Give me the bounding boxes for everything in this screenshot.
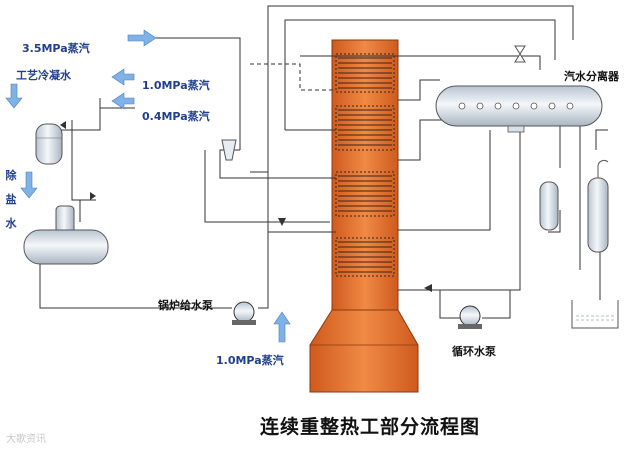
furnace-firebox — [309, 309, 419, 393]
label-steam-drum: 汽水分离器 — [564, 70, 619, 83]
label-boiler-feedwater-pump: 锅炉给水泵 — [158, 299, 213, 312]
deaerator-drum — [23, 205, 109, 265]
boiler-feedwater-pump — [232, 301, 256, 325]
label-0-4mpa-steam: 0.4MPa蒸汽 — [142, 110, 210, 123]
diagram-title: 连续重整热工部分流程图 — [259, 416, 480, 438]
watermark: 大歌资讯 — [6, 434, 46, 445]
coil-bank-3 — [335, 171, 395, 217]
blue-arrow-desalted-water — [20, 171, 38, 199]
blue-arrow-0-4mpa — [111, 92, 135, 110]
label-1-0mpa-steam-bottom: 1.0MPa蒸汽 — [216, 354, 284, 367]
blue-arrow-1-0mpa-top — [111, 68, 135, 86]
flow-arrows — [60, 121, 432, 292]
label-3-5mpa-steam: 3.5MPa蒸汽 — [22, 42, 90, 55]
flow-meter — [221, 139, 237, 161]
circulation-water-pump — [458, 305, 482, 329]
sample-cooler — [587, 159, 609, 253]
blue-arrow-process-condensate — [5, 83, 23, 109]
label-process-condensate: 工艺冷凝水 — [16, 69, 71, 82]
label-desalted-water: 除盐水 — [5, 169, 17, 230]
blowdown-vessel — [539, 181, 559, 231]
label-circulation-water-pump: 循环水泵 — [452, 345, 496, 358]
steam-drum-separator — [435, 85, 603, 133]
process-lines — [39, 5, 608, 319]
blue-arrow-3-5mpa — [127, 29, 157, 47]
coil-bank-1 — [335, 53, 395, 93]
process-condensate-separator — [35, 123, 63, 165]
coil-bank-2 — [335, 105, 395, 151]
sample-tank — [571, 300, 619, 329]
blue-arrow-1-0mpa-bottom — [273, 311, 291, 343]
furnace-stack — [331, 39, 399, 311]
valve — [514, 45, 526, 63]
reformer-furnace — [309, 39, 419, 393]
coil-bank-4 — [335, 237, 395, 277]
label-1-0mpa-steam-top: 1.0MPa蒸汽 — [142, 79, 210, 92]
